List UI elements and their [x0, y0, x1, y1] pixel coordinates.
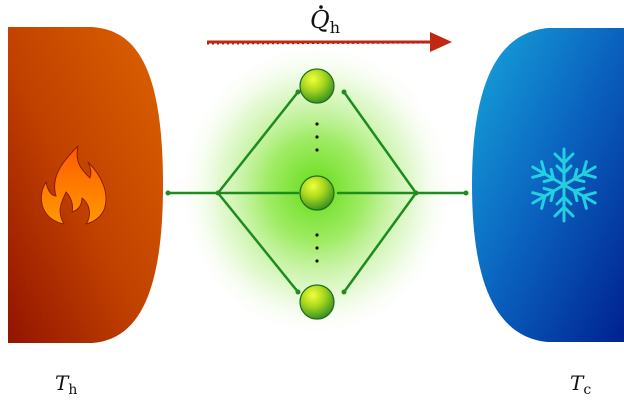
ellipsis-upper	[315, 122, 319, 152]
cold-reservoir	[472, 28, 624, 342]
heat-flow-arrow	[206, 32, 452, 52]
cold-temperature-subscript: c	[583, 382, 591, 398]
cold-temperature-symbol: T	[570, 371, 585, 395]
hot-temperature-symbol: T	[55, 371, 70, 395]
heat-flow-subscript: h	[330, 18, 340, 37]
system-node-bottom	[299, 284, 335, 320]
system-node-middle	[299, 175, 335, 211]
heat-flow-symbol: Q	[310, 6, 330, 34]
snowflake-icon	[526, 147, 602, 223]
hot-temperature-label: Th	[55, 371, 77, 398]
ellipsis-lower	[315, 233, 319, 263]
system-node-top	[299, 68, 335, 104]
system-wires	[166, 90, 468, 294]
hot-temperature-subscript: h	[68, 382, 77, 398]
heat-flow-dot-accent	[319, 5, 323, 9]
cold-temperature-label: Tc	[570, 371, 591, 398]
heat-flow-label: Qh	[310, 6, 340, 37]
flame-icon	[40, 145, 107, 225]
wire-junctions	[165, 89, 469, 295]
